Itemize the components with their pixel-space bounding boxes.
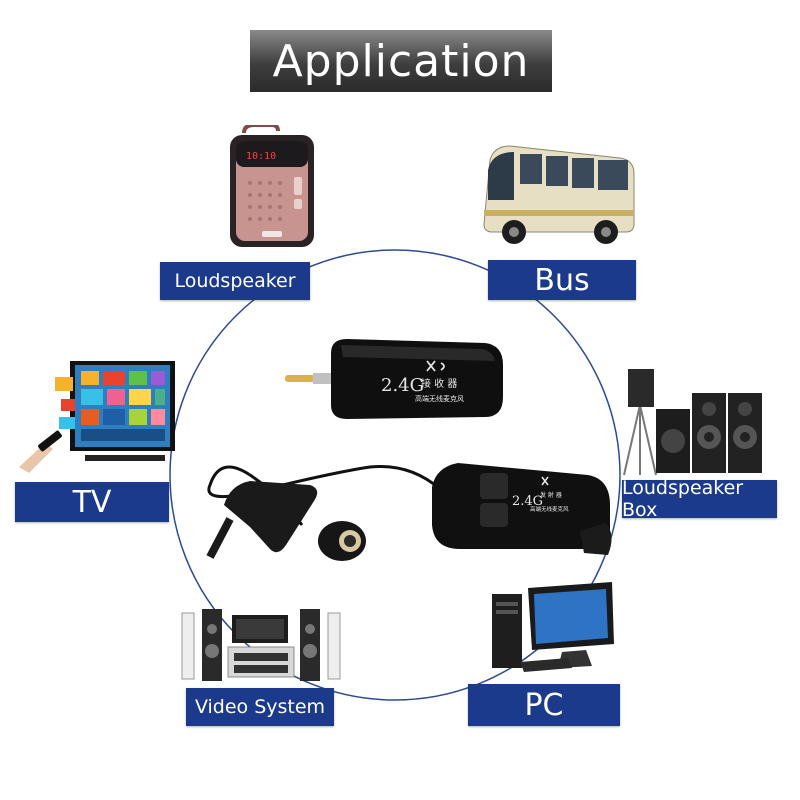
- label-loudspeaker-box: Loudspeaker Box: [622, 477, 777, 521]
- speaker-display-text: 10:10: [246, 151, 276, 162]
- label-loudspeaker-text: Loudspeaker: [174, 270, 296, 292]
- label-pc-text: PC: [524, 687, 564, 723]
- transmitter-label-text: 发 射 器: [540, 491, 562, 499]
- transmitter-band-text: 2.4G: [512, 494, 543, 509]
- label-tv-text: TV: [72, 484, 112, 520]
- lavalier-microphone-transmitter-icon: 2.4G 发 射 器 高端无线麦克风: [206, 463, 612, 561]
- label-bus: Bus: [488, 260, 636, 300]
- bus-icon: [483, 145, 635, 244]
- receiver-icon: 2.4G 接 收 器 高端无线麦克风: [285, 339, 503, 419]
- label-loudspeaker-box-text: Loudspeaker Box: [622, 477, 744, 521]
- label-bus-text: Bus: [534, 262, 590, 298]
- page-title: Application: [272, 35, 530, 87]
- label-video-system: Video System: [186, 688, 334, 726]
- transmitter-sub-text: 高端无线麦克风: [530, 505, 569, 513]
- loudspeaker-box-icon: [623, 369, 762, 476]
- pc-icon: [492, 582, 614, 672]
- label-loudspeaker: Loudspeaker: [160, 262, 310, 300]
- video-system-icon: [181, 609, 341, 681]
- receiver-band-text: 2.4G: [381, 375, 424, 396]
- portable-loudspeaker-icon: 10:10: [230, 125, 314, 247]
- label-pc: PC: [468, 684, 620, 726]
- receiver-sub-text: 高端无线麦克风: [415, 394, 464, 403]
- label-video-system-text: Video System: [194, 696, 326, 718]
- tv-icon: [19, 361, 175, 473]
- label-tv: TV: [15, 482, 169, 522]
- receiver-label-text: 接 收 器: [421, 377, 457, 390]
- title-banner: Application: [250, 30, 552, 92]
